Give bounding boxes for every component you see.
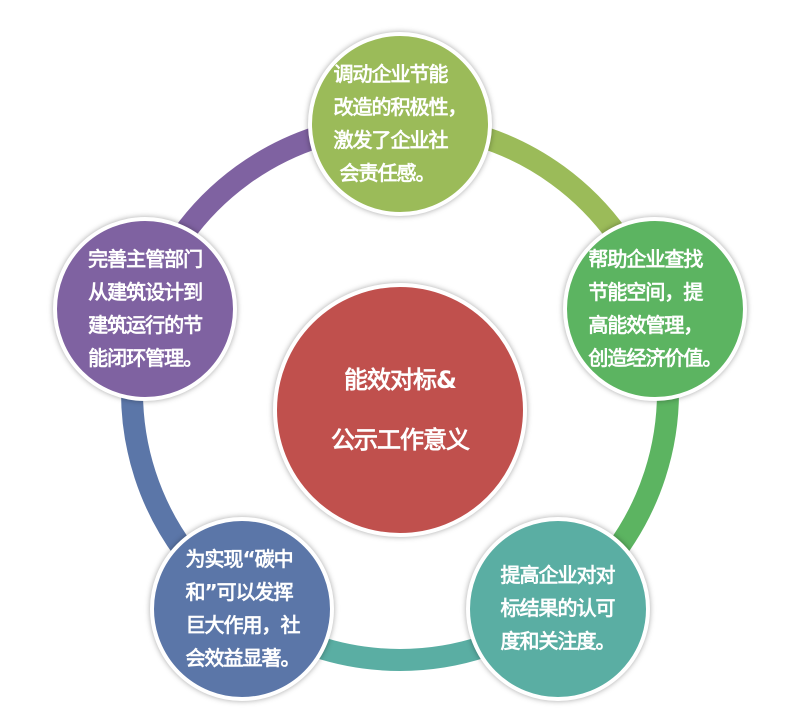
node-left: 完善主管部门 从建筑设计到 建筑运行的节 能闭环管理。 — [53, 217, 238, 402]
node-right: 帮助企业查找 节能空间，提 高能效管理， 创造经济价值。 — [562, 217, 747, 402]
node-bottom-right: 提高企业对对 标结果的认可 度和关注度。 — [465, 516, 650, 701]
node-left-text: 完善主管部门 从建筑设计到 建筑运行的节 能闭环管理。 — [88, 247, 203, 371]
center-circle: 能效对标&公示工作意义 — [273, 283, 527, 537]
node-right-text: 帮助企业查找 节能空间，提 高能效管理， 创造经济价值。 — [588, 247, 722, 371]
node-top: 调动企业节能 改造的积极性， 激发了企业社 会责任感。 — [308, 32, 492, 216]
center-title-line1: 能效对标& — [344, 366, 457, 394]
node-bottom-left-text: 为实现“碳中 和”可以发挥 巨大作用，社 会效益显著。 — [185, 546, 300, 670]
node-bottom-left: 为实现“碳中 和”可以发挥 巨大作用，社 会效益显著。 — [150, 516, 335, 701]
node-bottom-right-text: 提高企业对对 标结果的认可 度和关注度。 — [500, 563, 616, 654]
center-title-line2: 公示工作意义 — [331, 426, 470, 454]
node-top-text: 调动企业节能 改造的积极性， 激发了企业社 会责任感。 — [333, 62, 468, 185]
